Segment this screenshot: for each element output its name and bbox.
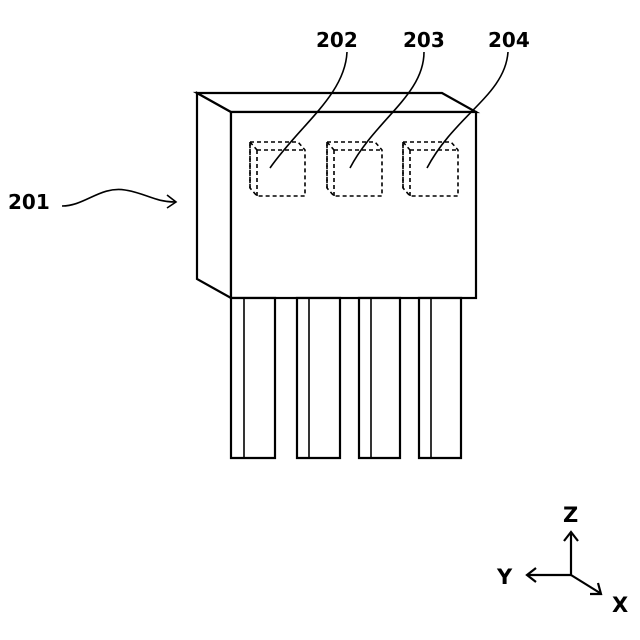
leads <box>231 298 461 458</box>
label-203: 203 <box>403 28 445 52</box>
label-204: 204 <box>488 28 530 52</box>
lead <box>297 298 340 458</box>
package-top-face <box>197 93 476 112</box>
lead <box>231 298 275 458</box>
package-front-face <box>231 112 476 298</box>
lead <box>419 298 461 458</box>
package-side-face <box>197 93 231 298</box>
label-201: 201 <box>8 190 50 214</box>
coordinate-axes <box>527 532 601 594</box>
axis-label-z: Z <box>563 503 578 527</box>
label-202: 202 <box>316 28 358 52</box>
lead <box>359 298 400 458</box>
axis-label-y: Y <box>496 565 513 589</box>
axis-label-x: X <box>612 593 628 617</box>
pointer-arrow-201 <box>62 189 176 208</box>
